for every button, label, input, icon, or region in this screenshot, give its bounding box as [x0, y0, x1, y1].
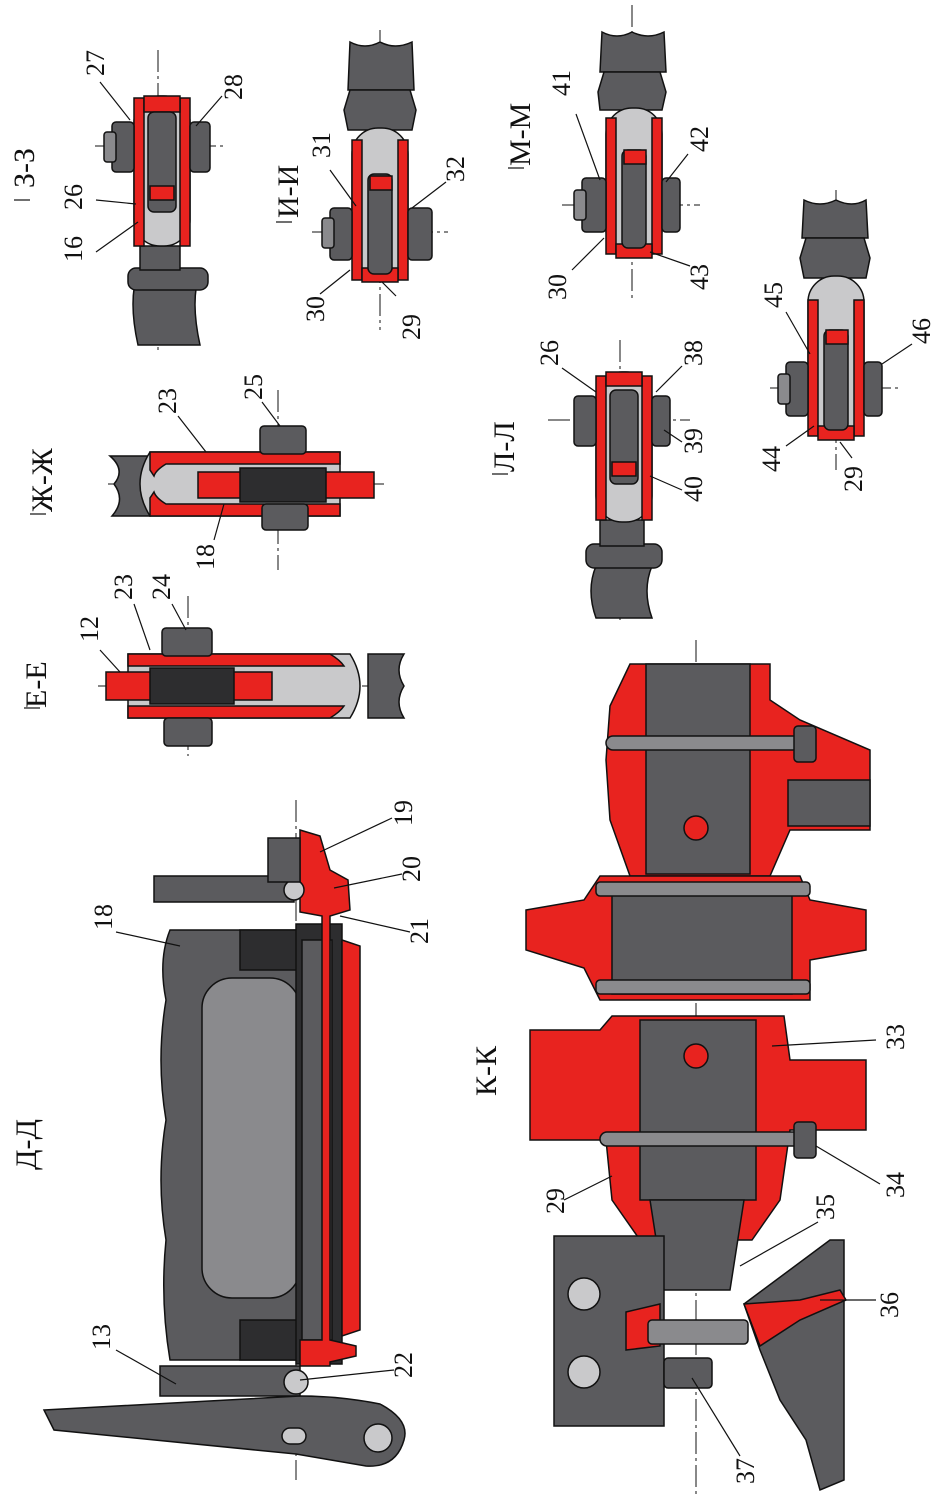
section-label-z: З-З: [8, 148, 41, 188]
callout-16: 16: [59, 236, 88, 262]
section-label-l: Л-Л: [488, 421, 521, 472]
callout-22: 22: [389, 1352, 418, 1378]
callout-23b: 23: [109, 574, 138, 600]
callout-18b: 18: [89, 904, 118, 930]
view-m-m: [562, 5, 700, 300]
callout-39: 39: [679, 428, 708, 454]
section-label-i: И-И: [272, 165, 305, 218]
callout-27: 27: [81, 50, 110, 76]
callout-29: 29: [397, 314, 426, 340]
section-label-e: Е-Е: [20, 661, 53, 708]
callout-41: 41: [547, 70, 576, 96]
callout-26b: 26: [535, 340, 564, 366]
section-label-m: М-М: [504, 103, 537, 166]
callout-31: 31: [307, 132, 336, 158]
callout-30b: 30: [543, 274, 572, 300]
callout-38: 38: [679, 340, 708, 366]
callout-26: 26: [59, 184, 88, 210]
callout-34: 34: [881, 1172, 910, 1198]
callout-33: 33: [881, 1024, 910, 1050]
view-z-z: [95, 50, 225, 350]
callout-35: 35: [811, 1194, 840, 1220]
view-l-l: [548, 340, 690, 620]
callout-19: 19: [389, 800, 418, 826]
callout-32: 32: [441, 156, 470, 182]
callout-18: 18: [191, 544, 220, 570]
view-k-k: [525, 640, 871, 1498]
callout-30: 30: [301, 296, 330, 322]
callout-28: 28: [219, 74, 248, 100]
section-label-d: Д-Д: [10, 1119, 43, 1170]
callout-46: 46: [907, 318, 936, 344]
view-e-e: [98, 596, 406, 756]
callout-43: 43: [685, 264, 714, 290]
callout-36: 36: [875, 1292, 904, 1318]
callout-42: 42: [685, 126, 714, 152]
callout-44: 44: [757, 446, 786, 472]
callout-24: 24: [147, 574, 176, 600]
callout-23: 23: [153, 388, 182, 414]
callout-29b: 29: [839, 466, 868, 492]
section-label-k: К-К: [470, 1045, 503, 1096]
section-label-zh: Ж-Ж: [26, 448, 59, 512]
callout-12: 12: [75, 616, 104, 642]
callout-40: 40: [679, 476, 708, 502]
callout-37: 37: [731, 1458, 760, 1484]
callout-29c: 29: [541, 1188, 570, 1214]
callout-13: 13: [87, 1324, 116, 1350]
view-i-i: [312, 30, 448, 330]
view-d-d: [42, 800, 406, 1480]
callout-45: 45: [759, 282, 788, 308]
callout-25: 25: [239, 374, 268, 400]
callout-20: 20: [397, 856, 426, 882]
callout-21: 21: [405, 918, 434, 944]
view-link-44-46: [770, 190, 900, 470]
view-zh-zh: [108, 390, 384, 570]
